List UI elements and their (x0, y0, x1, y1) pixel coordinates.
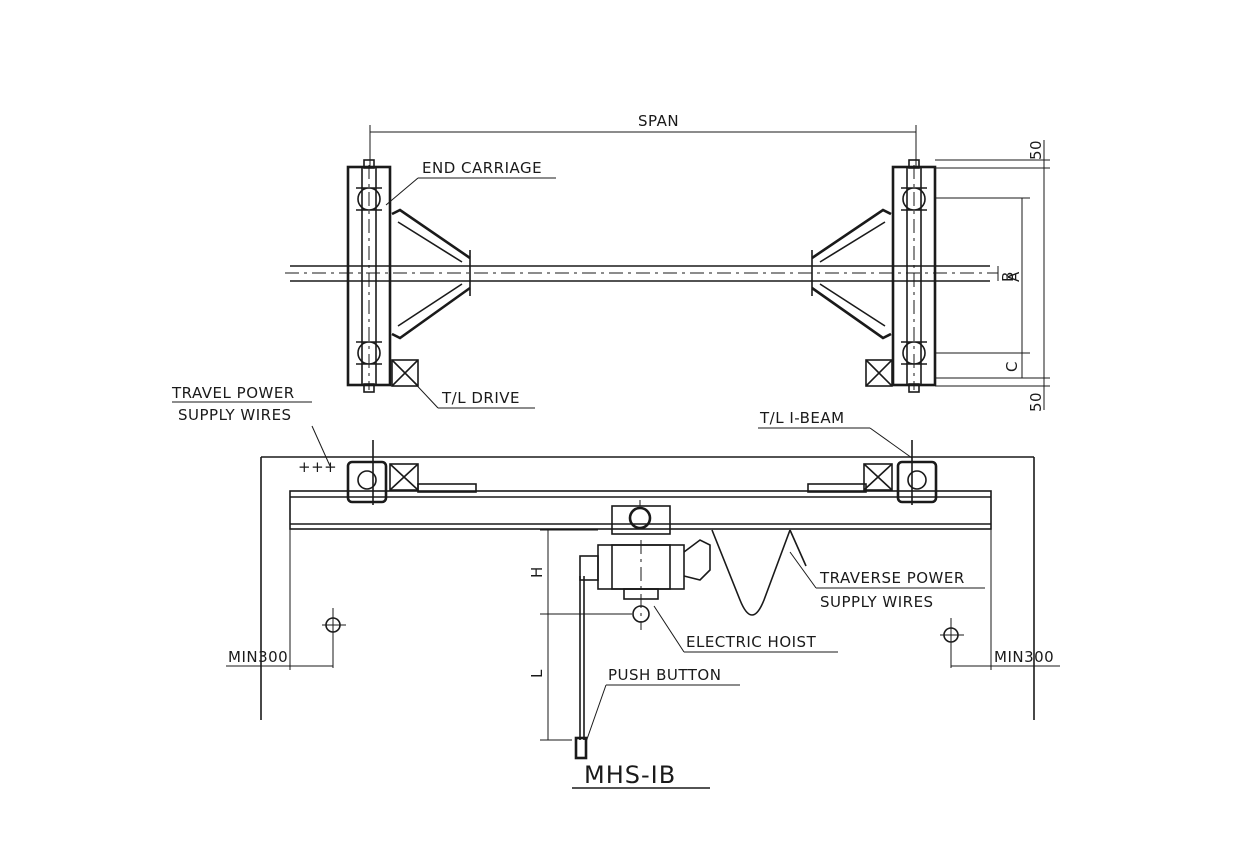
electric-hoist-label: ELECTRIC HOIST (686, 633, 817, 651)
model-title: MHS-IB (584, 761, 676, 789)
plan-view: SPAN (285, 112, 1050, 412)
dim-l: L (528, 669, 546, 678)
dim-a: A (1005, 271, 1023, 282)
elevation-view: +++ H L (171, 384, 1060, 789)
tl-drive-label: T/L DRIVE (441, 389, 520, 407)
svg-text:+++: +++ (298, 458, 337, 476)
traverse-power-label-2: SUPPLY WIRES (820, 593, 934, 611)
dim-b-label: B (999, 271, 1017, 282)
min300-right: MIN300 (994, 648, 1054, 666)
traverse-power-label-1: TRAVERSE POWER (819, 569, 965, 587)
span-label: SPAN (638, 112, 679, 130)
dim-h: H (528, 566, 546, 578)
dim-50-bottom: 50 (1027, 392, 1045, 412)
left-end-carriage (346, 159, 471, 393)
dim-50-top: 50 (1027, 140, 1045, 160)
travel-power-label-1: TRAVEL POWER (171, 384, 295, 402)
left-hook-marker (322, 608, 346, 668)
push-button-pendant (574, 736, 588, 760)
push-button-label: PUSH BUTTON (608, 666, 721, 684)
dim-c: C (1003, 361, 1021, 372)
tl-drive-box-left (391, 359, 419, 387)
right-end-carriage (811, 159, 937, 393)
min300-left: MIN300 (228, 648, 288, 666)
tl-drive-box-right (865, 359, 893, 387)
right-hook-marker (940, 618, 964, 668)
electric-hoist (579, 500, 711, 630)
tl-ibeam-label: T/L I-BEAM (759, 409, 845, 427)
travel-power-label-2: SUPPLY WIRES (178, 406, 292, 424)
end-carriage-label: END CARRIAGE (422, 159, 542, 177)
